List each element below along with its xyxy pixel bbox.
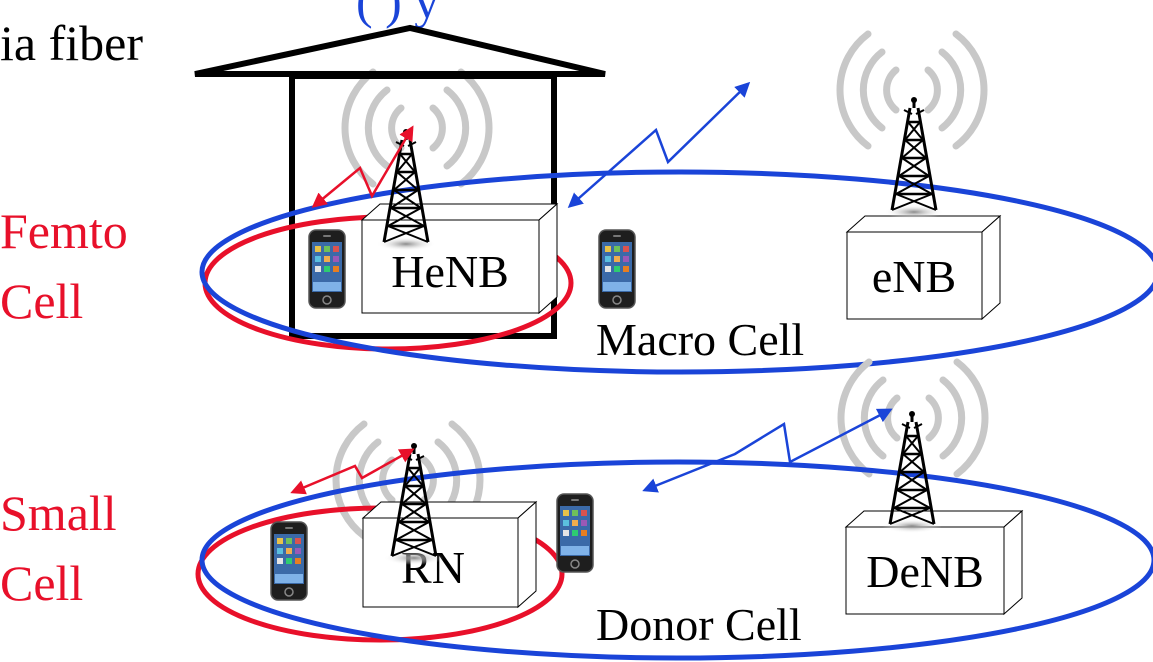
smartphone-icon <box>308 229 346 309</box>
henb-node: HeNB <box>360 202 559 315</box>
top-caption-parenthesis: ( ) y <box>356 0 439 29</box>
wireless-link-arrow-icon <box>567 81 751 208</box>
wireless-link-arrow-icon <box>642 408 893 493</box>
smartphone-icon <box>270 521 308 601</box>
enb-label: eNB <box>872 251 956 302</box>
wireless-link-arrow-icon <box>290 448 415 495</box>
rn-node: RN <box>361 500 538 609</box>
rn-label: RN <box>401 542 465 593</box>
top-caption-text: ia fiber <box>0 15 143 71</box>
small-label-line2: Cell <box>0 555 83 611</box>
smartphone-icon <box>556 493 594 573</box>
radio-wave-icon <box>840 34 984 146</box>
macro-cell-label: Macro Cell <box>596 314 804 365</box>
femto-label-line1: Femto <box>0 203 128 259</box>
wireless-link-arrow-icon <box>311 125 414 208</box>
small-donor-section: RN DeNB Small Cell Donor Cell <box>0 362 1153 661</box>
femto-macro-section: HeNB eNB Femto Cell Macro Cell <box>0 24 1153 375</box>
denb-label: DeNB <box>866 546 984 597</box>
enb-node: eNB <box>845 214 1002 321</box>
tower-icon <box>374 127 438 253</box>
radio-wave-icon <box>345 72 489 184</box>
tower-icon <box>882 95 946 221</box>
small-label-line1: Small <box>0 485 117 541</box>
smartphone-icon <box>598 229 636 309</box>
henb-label: HeNB <box>391 246 509 297</box>
denb-node: DeNB <box>844 509 1024 616</box>
donor-cell-label: Donor Cell <box>596 599 802 650</box>
femto-label-line2: Cell <box>0 273 83 329</box>
